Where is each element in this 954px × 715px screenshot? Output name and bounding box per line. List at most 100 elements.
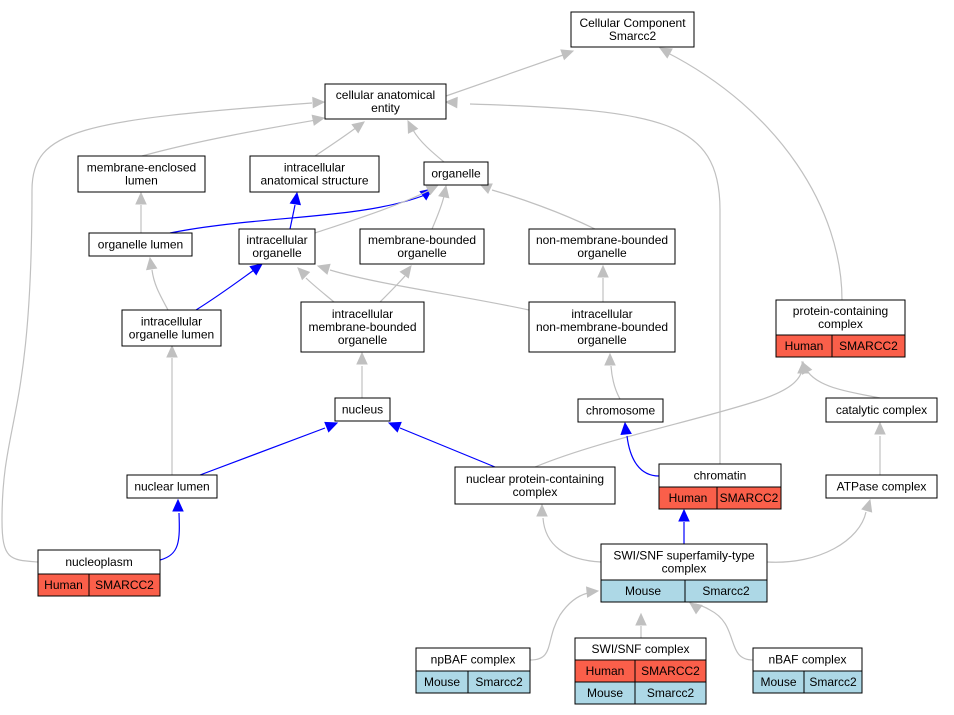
gene-cell bbox=[831, 334, 906, 358]
node-title-box bbox=[600, 543, 768, 581]
node-title-box bbox=[359, 228, 485, 265]
edge-line bbox=[1, 102, 313, 563]
node-label: Smarcc2 bbox=[609, 29, 657, 43]
node-nucleus[interactable]: nucleus bbox=[334, 397, 391, 422]
node-label: organelle bbox=[431, 167, 481, 181]
arrowhead bbox=[658, 47, 673, 59]
arrowhead bbox=[324, 421, 339, 433]
node-label: nBAF complex bbox=[768, 653, 846, 667]
edge-line bbox=[399, 427, 496, 468]
edge-line bbox=[141, 119, 317, 157]
arrowhead bbox=[444, 96, 458, 109]
node-label: npBAF complex bbox=[431, 653, 516, 667]
node-label: intracellular bbox=[332, 307, 393, 321]
edge-line bbox=[412, 129, 445, 163]
node-label: Cellular Component bbox=[579, 16, 686, 30]
edge-npbaf-to-swisnf_type bbox=[529, 586, 600, 661]
edge-line bbox=[329, 269, 530, 311]
edge-catalytic-to-pcc bbox=[801, 360, 881, 399]
edge-nucleus-to-imbo bbox=[356, 351, 368, 398]
edge-chromosome-to-inmbo bbox=[604, 352, 621, 400]
edge-line bbox=[159, 512, 180, 561]
gene-label: Smarcc2 bbox=[475, 675, 523, 689]
edge-organelle_lumen-to-mel bbox=[135, 191, 147, 233]
edge-pcc-to-cc_root bbox=[658, 47, 843, 301]
edge-line bbox=[169, 194, 426, 234]
edge-line bbox=[305, 277, 335, 303]
node-title-box bbox=[126, 474, 218, 499]
arrowhead bbox=[536, 503, 548, 517]
node-label: SWI/SNF complex bbox=[591, 642, 689, 656]
node-label: nucleus bbox=[342, 403, 383, 417]
species-label: Human bbox=[669, 491, 708, 505]
node-nuclear_lumen[interactable]: nuclear lumen bbox=[126, 474, 218, 499]
gene-cell bbox=[467, 670, 531, 694]
arrowhead bbox=[312, 96, 326, 109]
node-label: chromosome bbox=[586, 404, 656, 418]
node-label: non-membrane-bounded bbox=[536, 233, 668, 247]
node-title-box bbox=[37, 549, 161, 575]
node-catalytic[interactable]: catalytic complex bbox=[825, 397, 938, 423]
node-organelle[interactable]: organelle bbox=[423, 161, 489, 186]
node-organelle_lumen[interactable]: organelle lumen bbox=[88, 232, 193, 257]
node-label: organelle bbox=[338, 333, 388, 347]
arrowhead bbox=[387, 421, 402, 433]
node-title-box bbox=[454, 466, 616, 505]
arrowhead bbox=[874, 421, 886, 435]
node-label: organelle lumen bbox=[98, 238, 183, 252]
arrowhead bbox=[145, 256, 158, 271]
edge-nuclear_lumen-to-nucleus bbox=[199, 421, 339, 476]
node-label: non-membrane-bounded bbox=[536, 320, 668, 334]
species-label: Mouse bbox=[587, 686, 623, 700]
node-title-box bbox=[300, 301, 425, 353]
edge-line bbox=[529, 592, 589, 661]
edge-nucleoplasm-to-nuclear_lumen bbox=[159, 498, 184, 561]
species-label: Human bbox=[44, 578, 83, 592]
node-inmbo[interactable]: intracellularnon-membrane-boundedorganel… bbox=[528, 301, 676, 353]
arrowhead bbox=[407, 119, 419, 134]
gene-label: Smarcc2 bbox=[647, 686, 695, 700]
node-title-box bbox=[825, 397, 938, 423]
node-title-box bbox=[334, 397, 391, 422]
edge-swisnf_type-to-npcc bbox=[536, 503, 602, 563]
edge-line bbox=[199, 427, 326, 476]
edge-line bbox=[379, 275, 406, 303]
arrowhead bbox=[316, 263, 331, 275]
gene-label: SMARCC2 bbox=[720, 491, 779, 505]
edge-imbo-to-mbo bbox=[379, 265, 412, 303]
node-atpase[interactable]: ATPase complex bbox=[825, 474, 938, 499]
arrowhead bbox=[249, 263, 263, 276]
node-label: organelle bbox=[577, 246, 627, 260]
node-chromosome[interactable]: chromosome bbox=[577, 398, 664, 423]
edge-iol-to-organelle_lumen bbox=[145, 256, 169, 311]
arrowhead bbox=[311, 114, 326, 126]
node-label: complex bbox=[818, 317, 863, 331]
node-title-box bbox=[528, 301, 676, 353]
edge-line bbox=[534, 369, 803, 468]
edges-layer bbox=[1, 47, 886, 661]
edge-swisnf_type-to-atpase bbox=[766, 498, 873, 563]
node-title-box bbox=[249, 155, 380, 193]
gene-cell bbox=[634, 681, 707, 705]
edge-mel-to-cae bbox=[141, 114, 326, 157]
edge-nbaf-to-swisnf_type bbox=[689, 602, 754, 661]
arrowhead bbox=[797, 360, 809, 374]
